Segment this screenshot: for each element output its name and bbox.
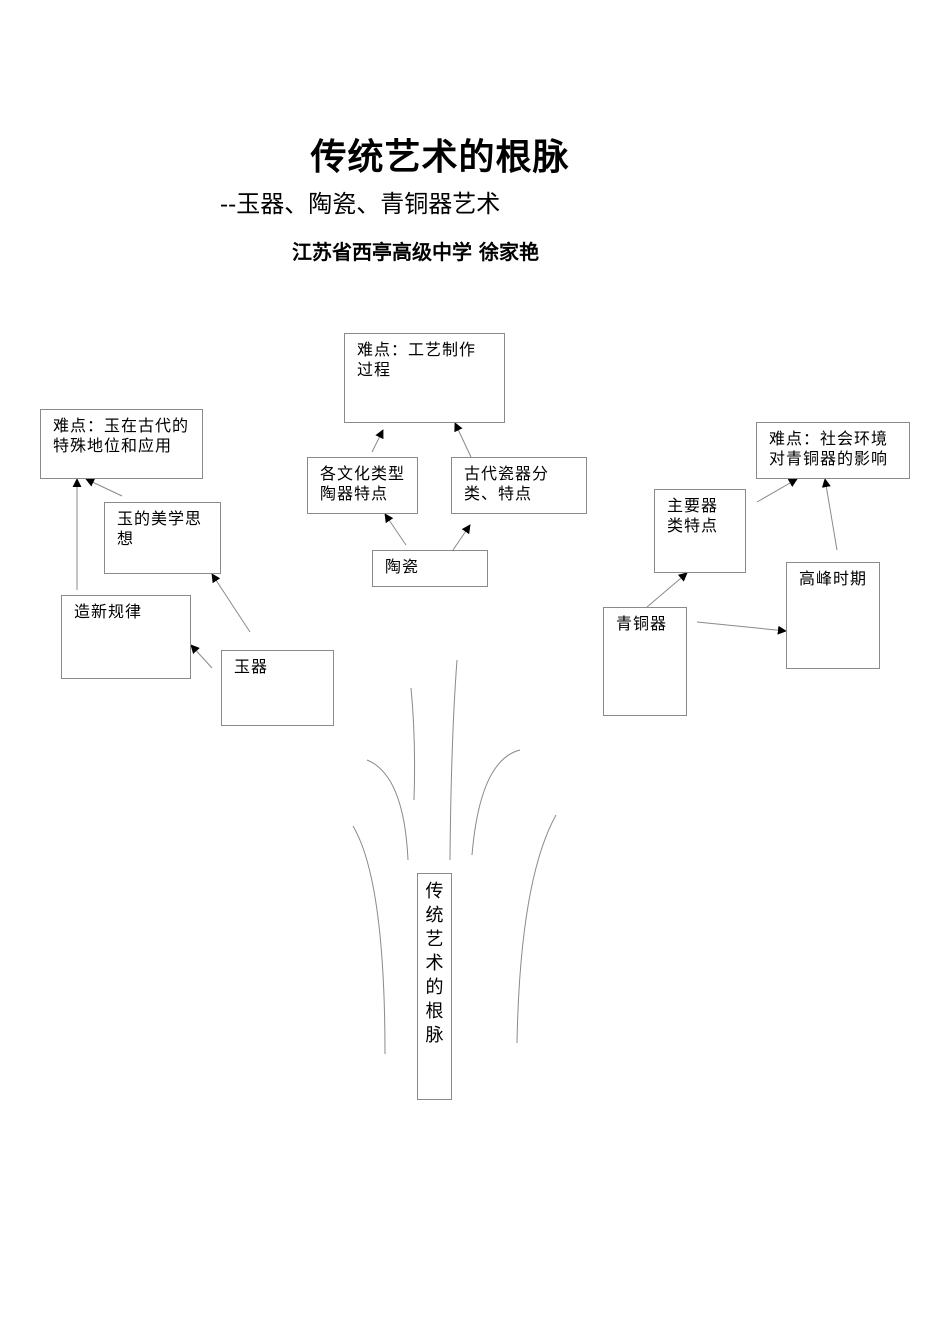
arrow-bronze-to-peak	[696, 621, 787, 635]
page-title: 传统艺术的根脉	[310, 136, 570, 178]
arrow-ceramics-to-types	[384, 513, 407, 546]
tree-curve	[410, 687, 416, 801]
author-line: 江苏省西亭高级中学 徐家艳	[292, 240, 539, 264]
jade-pattern-box: 造新规律	[61, 595, 191, 679]
tree-curve	[516, 814, 557, 1044]
arrow-bronze-to-features	[646, 572, 688, 608]
arrow-jade-to-aesthetic	[211, 573, 251, 633]
trunk-char: 传	[425, 881, 444, 902]
trunk-char: 根	[425, 1001, 444, 1022]
tree-curve	[366, 759, 409, 861]
bronze-difficulty-box: 难点：社会环境对青铜器的影响	[756, 422, 910, 479]
trunk-char: 艺	[425, 929, 444, 950]
trunk-char: 脉	[425, 1025, 444, 1046]
arrow-ceramics-to-classification	[452, 524, 471, 551]
trunk-char: 的	[425, 977, 444, 998]
arrow-jade-to-pattern	[190, 644, 213, 669]
tree-curve	[449, 659, 458, 861]
arrow-aesthetic-to-jade-difficulty	[85, 478, 123, 497]
jade-root-box: 玉器	[221, 650, 334, 726]
trunk-char: 术	[425, 953, 444, 974]
arrow-features-to-bronze-difficulty	[756, 478, 798, 503]
ceramics-types-box: 各文化类型陶器特点	[307, 457, 418, 514]
page-subtitle: --玉器、陶瓷、青铜器艺术	[220, 190, 501, 218]
bronze-features-box: 主要器类特点	[654, 489, 746, 573]
jade-difficulty-box: 难点：玉在古代的特殊地位和应用	[40, 409, 203, 479]
bronze-root-box: 青铜器	[603, 607, 687, 716]
ceramics-root-box: 陶瓷	[372, 550, 488, 587]
ceramics-classification-box: 古代瓷器分类、特点	[451, 457, 587, 514]
trunk-box: 传 统 艺 术 的 根 脉	[417, 873, 452, 1100]
bronze-peak-box: 高峰时期	[786, 562, 880, 669]
arrow-peak-to-bronze-difficulty	[821, 478, 838, 551]
arrow-types-to-ceramics-difficulty	[371, 429, 384, 453]
arrow-classification-to-ceramics-difficulty	[454, 422, 472, 458]
tree-curve	[471, 749, 521, 856]
tree-curve	[352, 825, 386, 1055]
ceramics-difficulty-box: 难点：工艺制作过程	[344, 333, 505, 423]
jade-aesthetic-box: 玉的美学思想	[104, 502, 221, 574]
trunk-char: 统	[425, 905, 444, 926]
